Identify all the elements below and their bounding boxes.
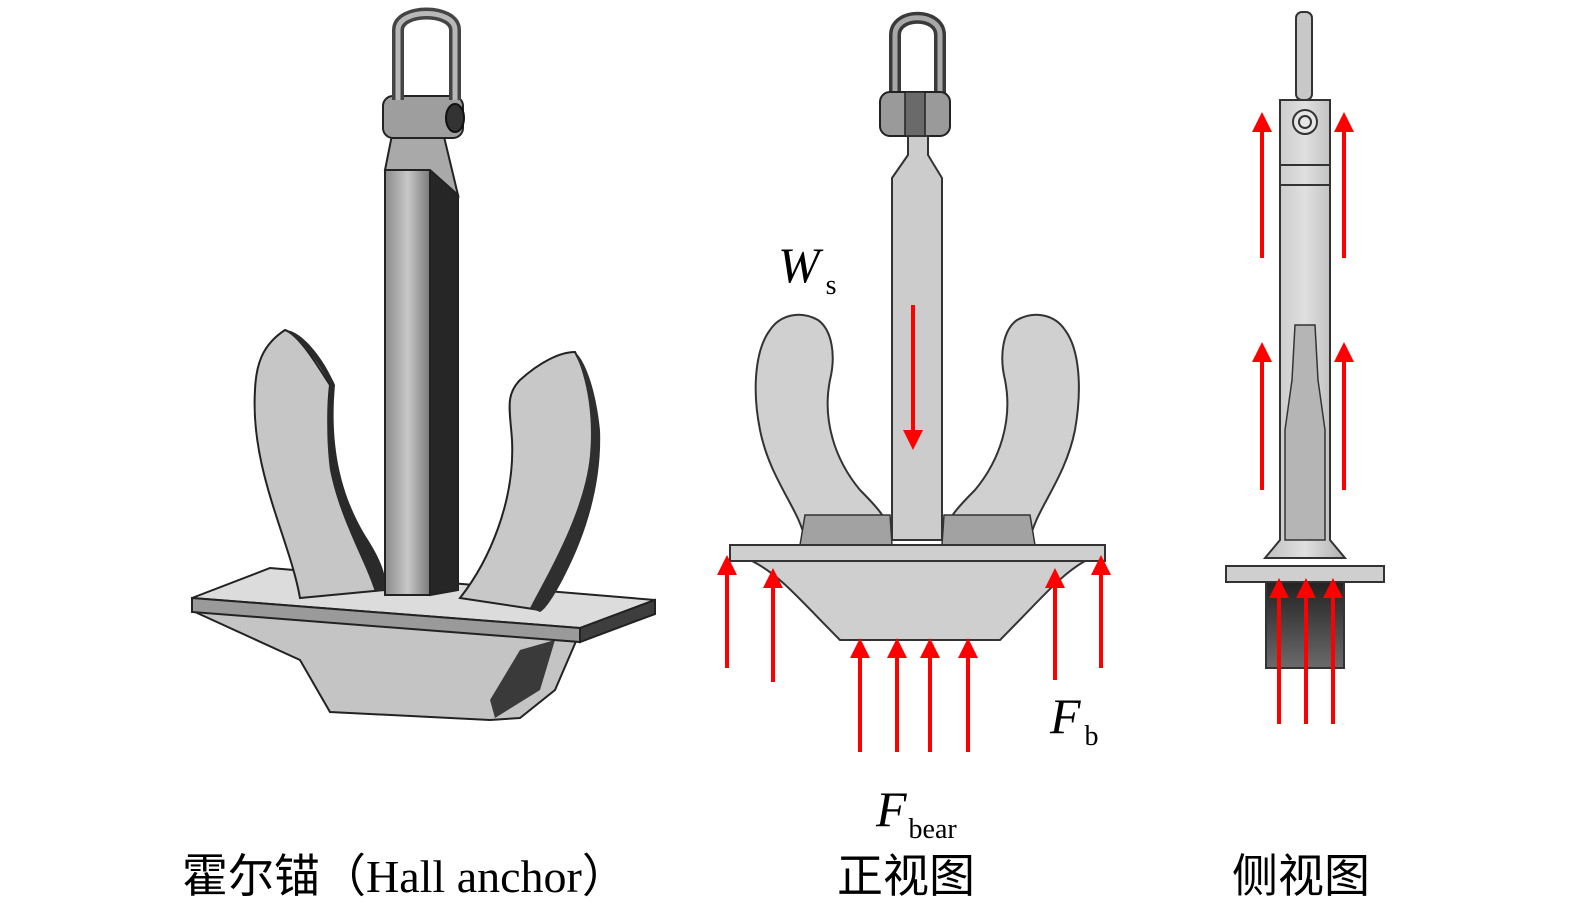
iso-anchor [191,7,656,722]
iso-crown-shadow [490,640,555,718]
side-crown-plate [1225,565,1385,583]
iso-shank-side [429,167,459,597]
side-pin [1292,109,1318,135]
iso-shackle [382,7,465,139]
front-crown-plate [729,544,1106,562]
iso-left-fluke-edge [285,330,386,592]
caption-side-view: 侧视图 [1232,851,1370,902]
side-fluke-tip [1284,324,1326,541]
front-left-shoulder [799,514,893,546]
front-crown-body [751,560,1089,641]
side-anchor [1225,11,1385,724]
front-shackle [879,11,951,137]
front-shank [891,135,943,541]
iso-shank-front [384,169,431,596]
side-pin-inner [1298,115,1312,129]
front-right-fluke [940,313,1080,541]
iso-crown-plate-end [579,598,656,644]
caption-front-view: 正视图 [837,851,975,902]
caption-iso-view: 霍尔锚（Hall anchor） [182,851,628,902]
front-buoyancy-arrows [717,555,1111,682]
side-bearing-arrows [1269,578,1343,724]
front-right-shoulder [941,514,1036,546]
fbear-label: Fbear [875,781,957,845]
side-buoyancy-arrows [1252,112,1354,490]
front-left-fluke [754,313,894,541]
side-shackle [1295,11,1313,101]
iso-right-fluke [458,350,598,612]
iso-right-fluke-edge [530,352,601,612]
front-bearing-arrows [850,638,978,752]
